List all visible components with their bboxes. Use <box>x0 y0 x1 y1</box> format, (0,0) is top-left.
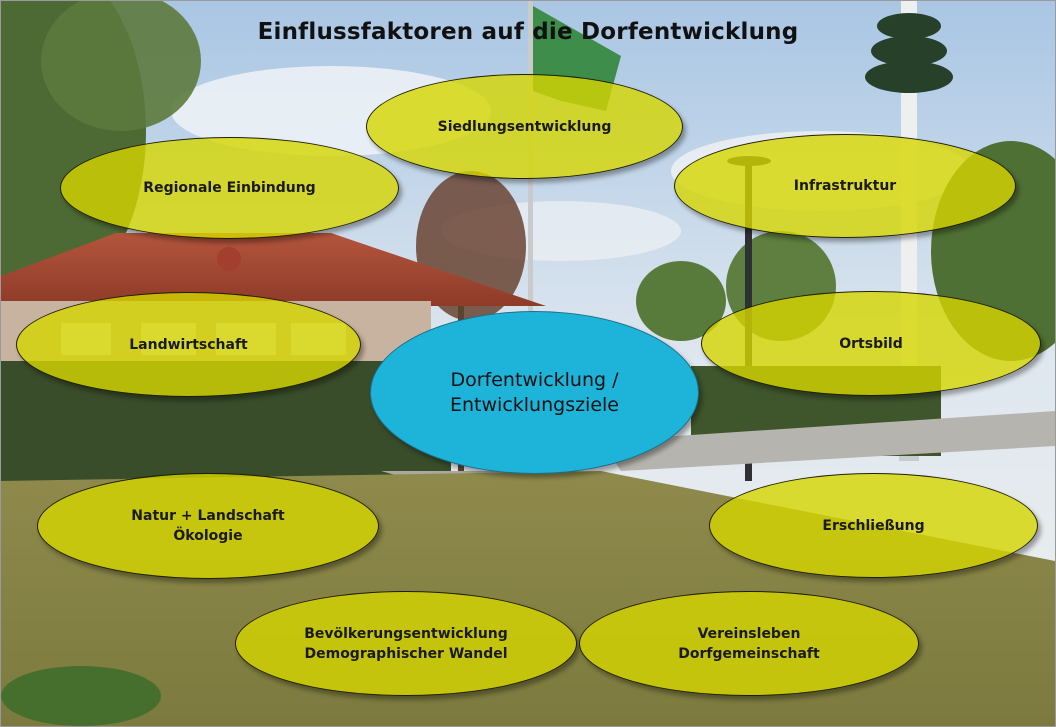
center-dorfentwicklung: Dorfentwicklung / Entwicklungsziele <box>370 311 699 474</box>
factor-landwirtschaft: Landwirtschaft <box>16 292 361 397</box>
factor-label-line1: Natur + Landschaft <box>131 508 285 524</box>
factor-label: Erschließung <box>822 517 925 534</box>
factor-infrastruktur: Infrastruktur <box>674 134 1016 238</box>
factor-erschliessung: Erschließung <box>709 473 1038 578</box>
factor-label: Infrastruktur <box>793 178 897 194</box>
factor-label: Siedlungsentwicklung <box>437 118 612 135</box>
factor-regionale-einbindung: Regionale Einbindung <box>60 137 399 239</box>
factor-label-line2: Ökologie <box>173 528 243 544</box>
factor-label-line1: Vereinsleben <box>697 625 801 642</box>
factor-label: Landwirtschaft <box>129 336 248 353</box>
center-label-line2: Entwicklungsziele <box>450 393 619 416</box>
factor-label-line2: Demographischer Wandel <box>304 645 508 662</box>
factor-label-line2: Dorfgemeinschaft <box>678 645 820 662</box>
factor-siedlungsentwicklung: Siedlungsentwicklung <box>366 74 683 179</box>
factor-ortsbild: Ortsbild <box>701 291 1041 396</box>
slide-title: Einflussfaktoren auf die Dorfentwicklung <box>257 19 799 45</box>
factor-label: Regionale Einbindung <box>143 180 316 196</box>
factor-natur-landschaft: Natur + Landschaft Ökologie <box>37 473 379 579</box>
factor-bevoelkerungsentwicklung: Bevölkerungsentwicklung Demographischer … <box>235 591 577 696</box>
factor-label-line1: Bevölkerungsentwicklung <box>304 625 508 642</box>
center-label-line1: Dorfentwicklung / <box>450 368 619 391</box>
factor-label: Ortsbild <box>839 335 903 352</box>
factor-vereinsleben: Vereinsleben Dorfgemeinschaft <box>579 591 919 696</box>
